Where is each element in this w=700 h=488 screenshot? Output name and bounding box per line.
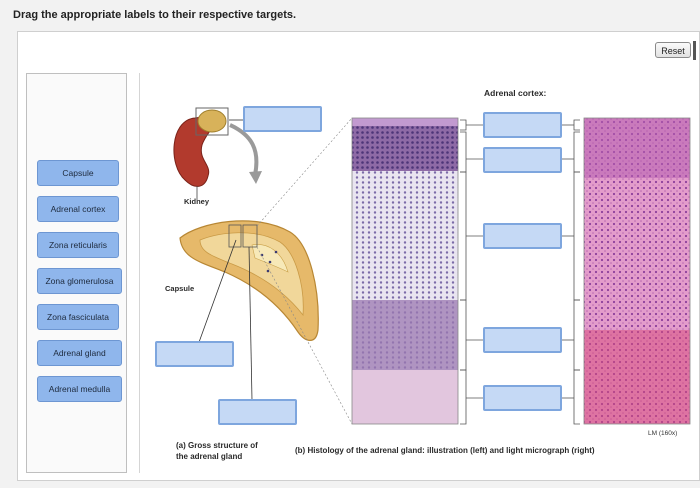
- drop-target-7[interactable]: [155, 341, 234, 367]
- reset-button[interactable]: Reset: [655, 42, 691, 58]
- caption-a-line2: the adrenal gland: [176, 452, 243, 461]
- drop-target-8[interactable]: [218, 399, 297, 425]
- drop-target-1[interactable]: [243, 106, 322, 132]
- label-zona-glomerulosa[interactable]: Zona glomerulosa: [37, 268, 122, 294]
- drop-target-6[interactable]: [483, 385, 562, 411]
- drop-target-5[interactable]: [483, 327, 562, 353]
- scroll-edge: [693, 41, 696, 60]
- label-zona-reticularis[interactable]: Zona reticularis: [37, 232, 119, 258]
- instruction-text: Drag the appropriate labels to their res…: [13, 9, 297, 21]
- label-adrenal-cortex[interactable]: Adrenal cortex: [37, 196, 119, 222]
- capsule-label: Capsule: [165, 284, 195, 293]
- label-adrenal-medulla[interactable]: Adrenal medulla: [37, 376, 122, 402]
- drop-target-3[interactable]: [483, 147, 562, 173]
- histology-illustration: [351, 117, 459, 425]
- caption-a-line1: (a) Gross structure of: [176, 441, 258, 450]
- divider: [139, 73, 140, 473]
- drop-target-4[interactable]: [483, 223, 562, 249]
- cortex-heading: Adrenal cortex:: [484, 88, 547, 98]
- label-adrenal-gland[interactable]: Adrenal gland: [37, 340, 122, 366]
- label-zona-fasciculata[interactable]: Zona fasciculata: [37, 304, 119, 330]
- kidney-drawing: [173, 107, 262, 200]
- drop-target-2[interactable]: [483, 112, 562, 138]
- label-capsule[interactable]: Capsule: [37, 160, 119, 186]
- light-micrograph: [583, 117, 691, 425]
- magnification-label: LM (160x): [648, 430, 678, 437]
- caption-b: (b) Histology of the adrenal gland: illu…: [295, 446, 595, 455]
- kidney-label: Kidney: [184, 197, 210, 206]
- zone-brackets: [460, 119, 580, 425]
- adrenal-gland-drawing: [179, 220, 319, 341]
